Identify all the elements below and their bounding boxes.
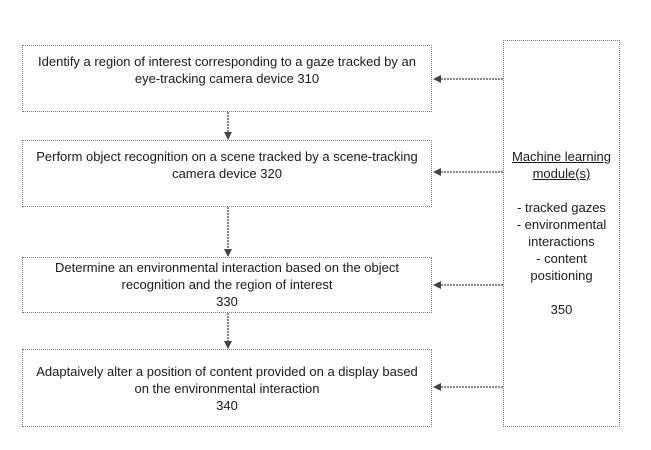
step-320-box: Perform object recognition on a scene tr… [22,140,432,207]
step-330-description: Determine an environmental interaction b… [55,260,399,292]
step-330-ref: 330 [216,294,238,309]
module-item-content-positioning: - content positioning [530,251,593,283]
step-310-text: Identify a region of interest correspond… [38,54,416,86]
step-340-description: Adaptaively alter a position of content … [36,364,418,396]
machine-learning-module-box: Machine learning module(s) - tracked gaz… [503,40,620,427]
module-item-environmental-interactions: - environmental interactions [516,217,607,249]
module-item-tracked-gazes: - tracked gazes [517,200,606,215]
step-320-text: Perform object recognition on a scene tr… [36,149,418,181]
module-ref: 350 [550,302,573,317]
step-340-text: Adaptaively alter a position of content … [23,350,431,414]
step-330-box: Determine an environmental interaction b… [22,257,432,313]
step-340-ref: 340 [216,398,238,413]
step-310-box: Identify a region of interest correspond… [22,45,432,112]
step-330-text: Determine an environmental interaction b… [23,258,431,310]
module-title: Machine learning module(s) [511,149,611,181]
step-340-box: Adaptaively alter a position of content … [22,349,432,427]
module-items: - tracked gazes - environmental interact… [504,199,619,284]
